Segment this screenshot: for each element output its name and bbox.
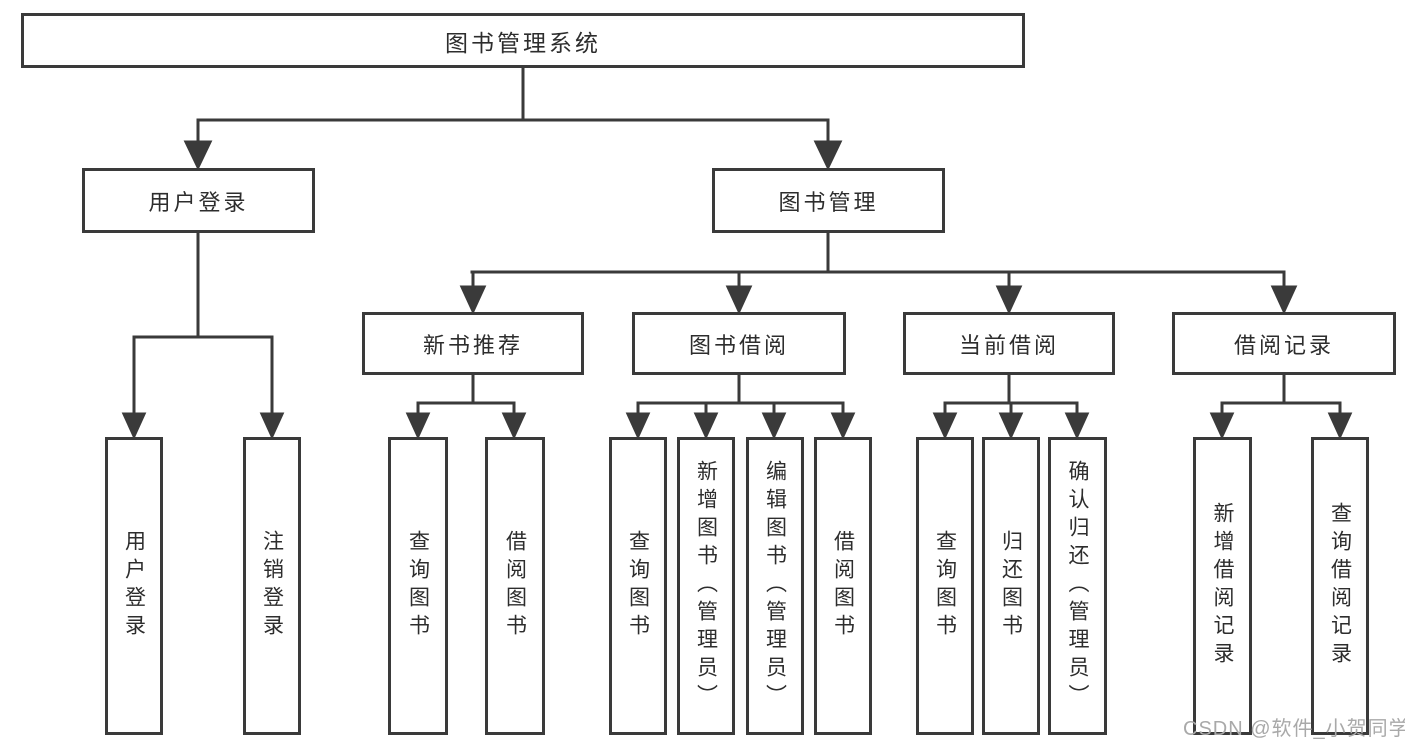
arrowhead bbox=[998, 412, 1024, 440]
arrowhead bbox=[693, 412, 719, 440]
leaf-cb-return-books: 归还图书 bbox=[982, 437, 1040, 735]
csdn-watermark: CSDN @软件_小贺同学 bbox=[1183, 718, 1405, 740]
leaf-nbr-query-books: 查询图书 bbox=[388, 437, 448, 735]
leaf-br-query-record: 查询借阅记录 bbox=[1311, 437, 1369, 735]
leaf-br-add-record: 新增借阅记录 bbox=[1193, 437, 1252, 735]
arrowhead bbox=[830, 412, 856, 440]
node-library-system: 图书管理系统 bbox=[21, 13, 1025, 68]
node-new-book-recommend: 新书推荐 bbox=[362, 312, 584, 375]
arrowhead bbox=[1327, 412, 1353, 440]
leaf-nbr-borrow-books: 借阅图书 bbox=[485, 437, 545, 735]
node-user-login-group: 用户登录 bbox=[82, 168, 315, 233]
leaf-bb-borrow-books: 借阅图书 bbox=[814, 437, 872, 735]
leaf-bb-edit-books-admin: 编辑图书（管理员） bbox=[746, 437, 804, 735]
arrowhead bbox=[1209, 412, 1235, 440]
leaf-bb-add-books-admin: 新增图书（管理员） bbox=[677, 437, 735, 735]
arrowhead bbox=[1064, 412, 1090, 440]
arrowhead bbox=[813, 140, 843, 171]
arrowhead bbox=[1270, 285, 1298, 315]
arrowhead bbox=[405, 412, 431, 440]
leaf-user-login: 用户登录 bbox=[105, 437, 163, 735]
arrowhead bbox=[625, 412, 651, 440]
arrowhead bbox=[725, 285, 753, 315]
connector-bookborrow-to-leaves bbox=[625, 373, 856, 440]
arrowhead bbox=[121, 412, 147, 440]
arrowhead bbox=[995, 285, 1023, 315]
node-book-management: 图书管理 bbox=[712, 168, 945, 233]
leaf-cb-confirm-return-admin: 确认归还（管理员） bbox=[1048, 437, 1107, 735]
leaf-bb-query-books: 查询图书 bbox=[609, 437, 667, 735]
arrowhead bbox=[932, 412, 958, 440]
connector-userlogin-to-leaves bbox=[121, 231, 285, 440]
arrowhead bbox=[761, 412, 787, 440]
arrowhead bbox=[183, 140, 213, 171]
connector-borrowrecords-to-leaves bbox=[1209, 373, 1353, 440]
leaf-cb-query-books: 查询图书 bbox=[916, 437, 974, 735]
connector-root-to-level2 bbox=[183, 66, 843, 171]
node-book-borrow: 图书借阅 bbox=[632, 312, 846, 375]
arrowhead bbox=[459, 285, 487, 315]
connector-newbookrec-to-leaves bbox=[405, 373, 527, 440]
arrowhead bbox=[501, 412, 527, 440]
node-current-borrow: 当前借阅 bbox=[903, 312, 1115, 375]
leaf-logout: 注销登录 bbox=[243, 437, 301, 735]
arrowhead bbox=[259, 412, 285, 440]
node-borrow-records: 借阅记录 bbox=[1172, 312, 1396, 375]
connector-currentborrow-to-leaves bbox=[932, 373, 1090, 440]
connector-bookmgmt-to-level3 bbox=[459, 231, 1298, 315]
